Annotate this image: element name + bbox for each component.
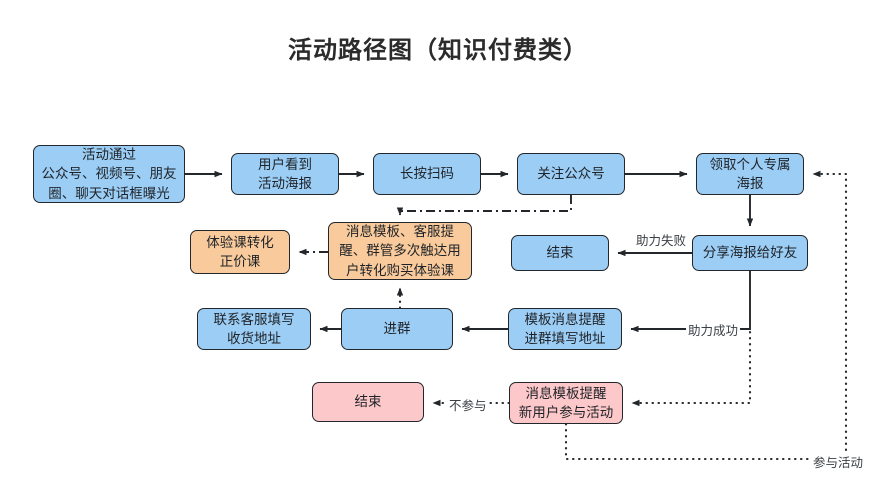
flow-node-label: 长按扫码 [400, 166, 454, 182]
flow-node-n11[interactable]: 进群 [341, 308, 453, 350]
solid-edges [185, 170, 754, 333]
flow-node-label: 活动通过公众号、视频号、朋友圈、聊天对话框曝光 [41, 147, 177, 201]
flow-node-n13[interactable]: 结束 [312, 382, 424, 422]
edge-n9-n14 [630, 330, 752, 407]
dotted-edges [396, 170, 848, 461]
edge-label-e-decline: 不参与 [447, 395, 489, 414]
flow-node-n10[interactable]: 联系客服填写收货地址 [197, 308, 311, 350]
flow-node-n3[interactable]: 长按扫码 [373, 153, 481, 195]
edge-n14-n5-participate [564, 170, 848, 461]
flow-node-n14[interactable]: 消息模板提醒新用户参与活动 [509, 382, 623, 424]
flow-node-n2[interactable]: 用户看到活动海报 [231, 153, 339, 195]
flow-node-label: 进群 [383, 321, 411, 337]
flow-node-label: 结束 [546, 245, 574, 261]
flow-node-n5[interactable]: 领取个人专属海报 [696, 153, 804, 195]
flow-node-label: 模板消息提醒进群填写地址 [524, 311, 606, 346]
page-title: 活动路径图（知识付费类） [288, 37, 588, 64]
flow-node-n4[interactable]: 关注公众号 [517, 153, 625, 195]
flow-node-n12[interactable]: 模板消息提醒进群填写地址 [508, 308, 622, 350]
flow-node-n8[interactable]: 结束 [511, 235, 609, 271]
edge-n4-n7 [396, 195, 572, 216]
flow-node-label: 消息模板提醒新用户参与活动 [518, 385, 614, 420]
edge-label-e-fail: 助力失败 [634, 230, 689, 249]
edge-label-e-join: 参与活动 [811, 452, 866, 471]
flow-node-n1[interactable]: 活动通过公众号、视频号、朋友圈、聊天对话框曝光 [33, 145, 185, 203]
flow-node-label: 结束 [354, 394, 382, 410]
flow-node-n6[interactable]: 体验课转化正价课 [190, 230, 290, 274]
flow-node-label: 领取个人专属海报 [709, 156, 791, 191]
flow-node-label: 消息模板、客服提醒、群管多次触达用户转化购买体验课 [339, 224, 461, 278]
edge-n9-n12 [630, 271, 751, 333]
flow-node-label: 分享海报给好友 [702, 245, 798, 261]
flow-node-label: 关注公众号 [537, 166, 605, 182]
edge-label-e-success: 助力成功 [686, 320, 741, 339]
flow-node-label: 体验课转化正价课 [206, 234, 274, 269]
flow-node-n7[interactable]: 消息模板、客服提醒、群管多次触达用户转化购买体验课 [328, 222, 472, 280]
flow-node-n9[interactable]: 分享海报给好友 [692, 235, 808, 271]
dashdot-edges [298, 195, 572, 256]
flow-node-label: 用户看到活动海报 [258, 156, 312, 191]
flow-node-label: 联系客服填写收货地址 [213, 311, 295, 346]
